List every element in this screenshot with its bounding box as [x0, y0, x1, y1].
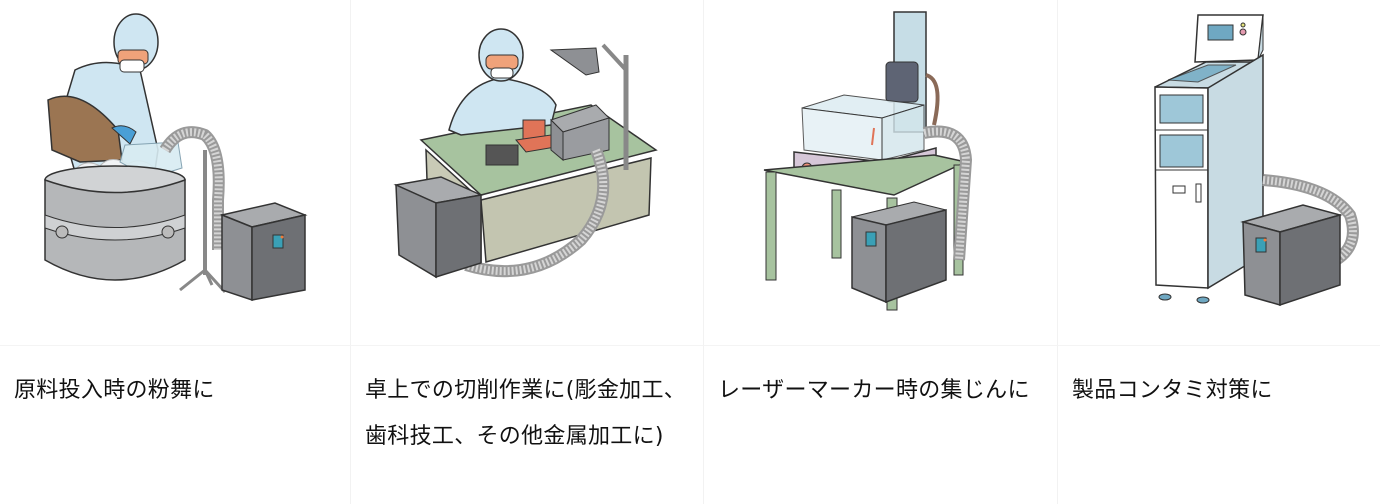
application-card-laser-marker: レーザーマーカー時の集じんに — [703, 0, 1057, 504]
illustration-powder-loading — [0, 0, 350, 346]
caption-powder-loading: 原料投入時の粉舞に — [14, 378, 215, 403]
illustration-laser-marker — [703, 0, 1057, 346]
laser-marker-illustration-icon — [763, 11, 973, 311]
contamination-illustration-icon — [1154, 14, 1359, 307]
caption-laser-marker: レーザーマーカー時の集じんに — [703, 346, 1057, 504]
application-card-powder: 原料投入時の粉舞に — [0, 0, 350, 504]
application-card-contamination: 製品コンタミ対策に — [1057, 0, 1380, 504]
powder-loading-illustration-icon — [44, 13, 308, 302]
caption-desk-cutting: 卓上での切削作業に(彫金加工、歯科技工、その他金属加工に) — [350, 346, 703, 504]
application-card-desk-cutting: 卓上での切削作業に(彫金加工、歯科技工、その他金属加工に) — [350, 0, 703, 504]
desk-cutting-illustration-icon — [393, 28, 658, 279]
illustration-desk-cutting — [350, 0, 703, 346]
illustration-contamination — [1057, 0, 1380, 346]
caption-contamination: 製品コンタミ対策に — [1057, 346, 1380, 504]
